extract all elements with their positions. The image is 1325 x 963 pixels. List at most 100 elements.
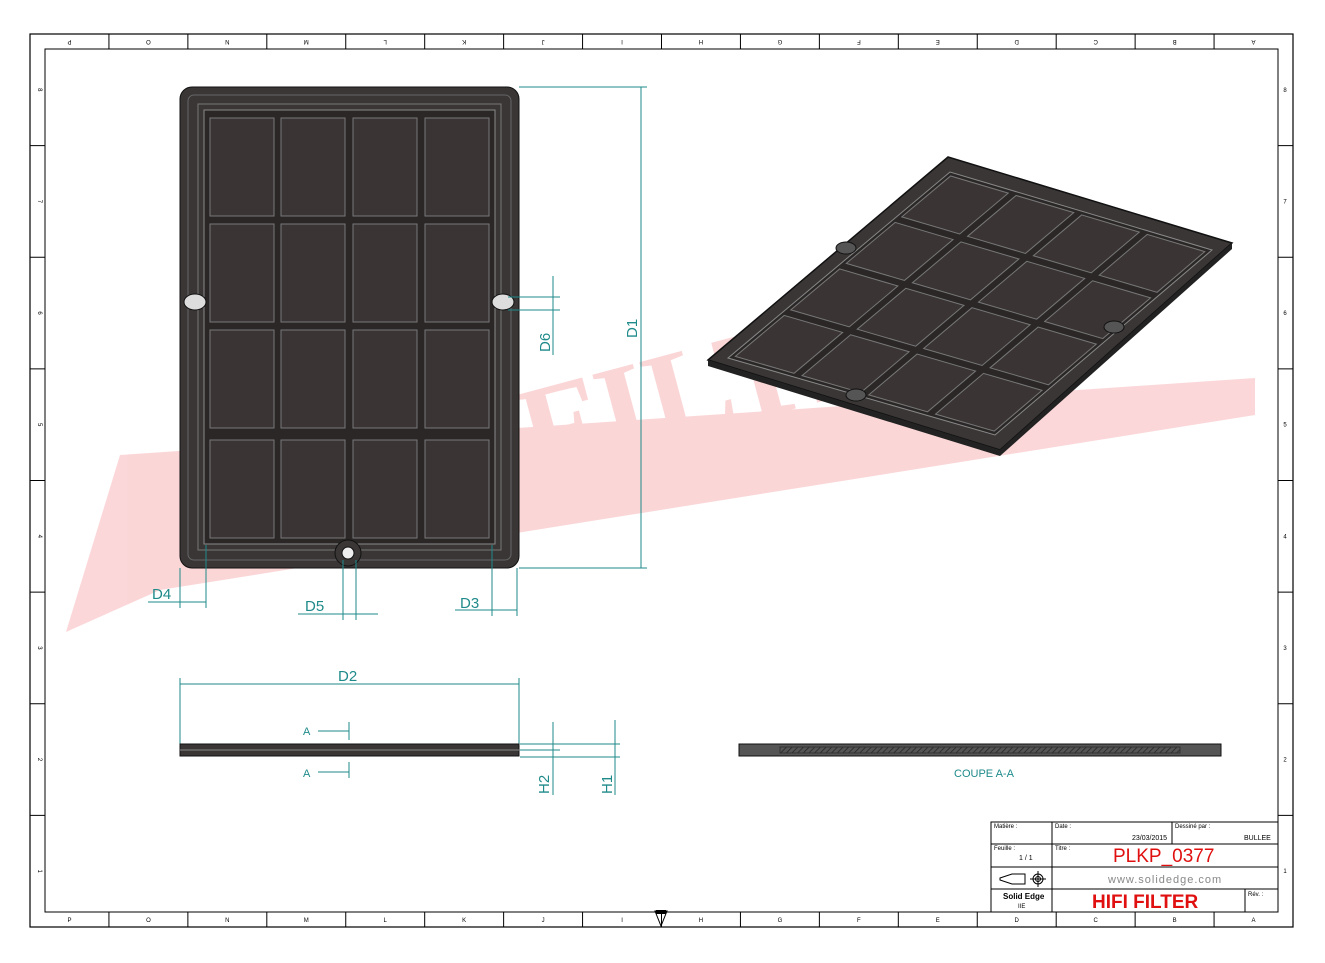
filter-cell bbox=[352, 329, 418, 429]
mount-hole bbox=[491, 293, 515, 311]
zone-column-label: D bbox=[1014, 38, 1019, 44]
filter-cell bbox=[280, 439, 346, 539]
zone-row-label: 8 bbox=[1283, 88, 1287, 94]
zone-row-label: 7 bbox=[1283, 199, 1287, 205]
filter-cell bbox=[1043, 280, 1152, 340]
section-mark-top: A bbox=[303, 726, 311, 738]
zone-column-label: A bbox=[1252, 38, 1256, 44]
zone-row-label: 2 bbox=[36, 758, 42, 762]
zone-row-label: 1 bbox=[36, 870, 42, 874]
zone-row-label: 6 bbox=[36, 311, 42, 315]
sheet-value: 1 / 1 bbox=[1019, 855, 1033, 862]
zone-row-label: 5 bbox=[1283, 423, 1287, 429]
rev-label: Rév. : bbox=[1248, 892, 1264, 898]
mount-hole bbox=[341, 546, 355, 560]
filter-cell bbox=[977, 260, 1086, 320]
zone-column-label: K bbox=[462, 918, 466, 924]
filter-cell bbox=[280, 117, 346, 217]
zone-column-label: E bbox=[936, 918, 940, 924]
filter-cell bbox=[734, 314, 844, 374]
filter-cell bbox=[424, 223, 490, 323]
zone-column-label: M bbox=[304, 918, 309, 924]
drawn-by-label: Dessiné par : bbox=[1175, 824, 1211, 830]
filter-cell bbox=[966, 194, 1075, 254]
filter-cell bbox=[209, 439, 275, 539]
title-label: Titre : bbox=[1055, 846, 1070, 852]
zone-row-label: 2 bbox=[1283, 758, 1287, 764]
front-view bbox=[179, 86, 520, 569]
dim-h1: H1 bbox=[599, 775, 616, 794]
filter-cell bbox=[989, 326, 1098, 386]
zone-column-label: A bbox=[1252, 918, 1256, 924]
zone-column-label: N bbox=[225, 918, 229, 924]
filter-cell bbox=[352, 117, 418, 217]
dim-d6: D6 bbox=[537, 333, 554, 352]
filter-cell bbox=[352, 439, 418, 539]
section-label: COUPE A-A bbox=[954, 768, 1015, 780]
filter-cell bbox=[1032, 214, 1141, 274]
filter-cell bbox=[845, 221, 955, 281]
date-label: Date : bbox=[1055, 824, 1071, 830]
zone-column-label: P bbox=[67, 918, 71, 924]
zone-column-label: I bbox=[621, 918, 623, 924]
zone-column-label: F bbox=[857, 38, 861, 44]
dim-h2: H2 bbox=[536, 775, 553, 794]
filter-cell bbox=[801, 334, 911, 394]
zone-column-label: C bbox=[1093, 918, 1098, 924]
zone-column-label: H bbox=[699, 38, 703, 44]
filter-cell bbox=[900, 175, 1010, 235]
filter-cell bbox=[911, 241, 1020, 301]
title-block bbox=[990, 821, 1279, 913]
side-view bbox=[179, 743, 520, 757]
zone-row-label: 1 bbox=[1283, 869, 1287, 875]
company-name: HIFI FILTER bbox=[1092, 892, 1199, 913]
website: www.solidedge.com bbox=[1107, 874, 1222, 886]
filter-cell bbox=[209, 117, 275, 217]
zone-column-label: G bbox=[778, 918, 783, 924]
mount-hole bbox=[183, 293, 207, 311]
zone-row-label: 4 bbox=[36, 535, 42, 539]
dim-d1: D1 bbox=[624, 319, 641, 338]
zone-row-label: 7 bbox=[36, 200, 42, 204]
filter-cell bbox=[867, 353, 977, 413]
zone-row-label: 3 bbox=[36, 646, 42, 650]
sheet-label: Feuille : bbox=[994, 846, 1015, 852]
filter-cell bbox=[934, 372, 1044, 432]
software-sub: IIE bbox=[1018, 904, 1025, 910]
filter-cell bbox=[209, 223, 275, 323]
section-view bbox=[738, 743, 1222, 757]
zone-column-label: I bbox=[621, 38, 623, 44]
dim-d2: D2 bbox=[338, 668, 357, 685]
drawing-title: PLKP_0377 bbox=[1113, 846, 1214, 867]
zone-row-label: 4 bbox=[1283, 534, 1287, 540]
zone-column-label: F bbox=[857, 918, 861, 924]
zone-column-label: L bbox=[384, 918, 388, 924]
zone-column-label: D bbox=[1015, 918, 1020, 924]
filter-cell bbox=[424, 117, 490, 217]
filter-cell bbox=[352, 223, 418, 323]
zone-column-label: B bbox=[1173, 918, 1177, 924]
section-mark-bottom: A bbox=[303, 768, 311, 780]
zone-column-label: K bbox=[462, 38, 466, 44]
isometric-view bbox=[706, 156, 1234, 456]
zone-column-label: C bbox=[1093, 38, 1098, 44]
zone-column-label: G bbox=[777, 38, 782, 44]
filter-cell bbox=[856, 287, 966, 347]
filter-cell bbox=[209, 329, 275, 429]
zone-column-label: N bbox=[225, 38, 229, 44]
dimension-lines bbox=[148, 86, 647, 795]
zone-row-label: 3 bbox=[1283, 646, 1287, 652]
filter-cell bbox=[424, 329, 490, 429]
filter-cell bbox=[280, 223, 346, 323]
drawn-by-value: BULLEE bbox=[1244, 835, 1271, 842]
software-name: Solid Edge bbox=[1003, 892, 1045, 901]
material-label: Matière : bbox=[994, 824, 1018, 830]
filter-cell bbox=[789, 268, 899, 328]
zone-column-label: B bbox=[1173, 38, 1177, 44]
filter-cell bbox=[1098, 233, 1206, 293]
zone-row-label: 5 bbox=[36, 423, 42, 427]
zone-column-label: H bbox=[699, 918, 703, 924]
zone-column-label: O bbox=[146, 38, 151, 44]
